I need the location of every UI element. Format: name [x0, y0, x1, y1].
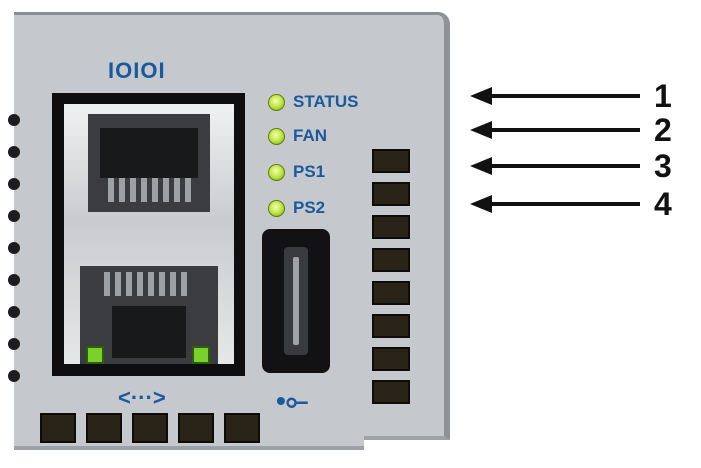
edge-hole [8, 274, 20, 286]
ethernet-jack-lower-cavity [112, 306, 186, 358]
arrow-left-icon [470, 121, 492, 139]
callout-number: 3 [654, 148, 672, 184]
arrow-left-icon [470, 157, 492, 175]
vent-slot [86, 413, 122, 443]
vent-slot [178, 413, 214, 443]
ps2-led [268, 199, 285, 217]
vent-slot [372, 314, 410, 338]
callout-2: 2 [470, 114, 672, 146]
edge-hole [8, 242, 20, 254]
usb-icon: •⟜ [276, 385, 309, 416]
ps1-led-label: PS1 [293, 162, 326, 181]
status-led-label: STATUS [293, 92, 359, 111]
edge-hole [8, 178, 20, 190]
led-row-fan: FAN [268, 126, 327, 146]
arrow-left-icon [470, 87, 492, 105]
callout-line [492, 202, 640, 206]
edge-hole [8, 338, 20, 350]
arrow-left-icon [470, 195, 492, 213]
status-led [268, 93, 285, 111]
ps1-led [268, 163, 285, 181]
console-port-label: <···> [118, 385, 166, 410]
vent-slot [372, 347, 410, 371]
vent-slot [40, 413, 76, 443]
link-led-left [86, 346, 104, 364]
vent-slot [372, 281, 410, 305]
ethernet-port-label: IOIOI [108, 58, 166, 83]
callout-number: 1 [654, 78, 672, 114]
callout-line [492, 128, 640, 132]
fan-led [268, 127, 285, 145]
usb-port-contact [293, 257, 299, 345]
vent-slot [132, 413, 168, 443]
ethernet-jack-lower-pins [104, 272, 187, 296]
fan-led-label: FAN [293, 126, 327, 145]
led-row-ps1: PS1 [268, 162, 325, 182]
edge-hole [8, 306, 20, 318]
vent-slot [372, 380, 410, 404]
edge-hole [8, 146, 20, 158]
led-row-status: STATUS [268, 92, 358, 112]
edge-hole [8, 210, 20, 222]
vent-slot [372, 149, 410, 173]
callout-number: 2 [654, 112, 672, 148]
led-row-ps2: PS2 [268, 198, 325, 218]
callout-line [492, 164, 640, 168]
ethernet-jack-upper-cavity [100, 128, 198, 178]
callout-1: 1 [470, 80, 672, 112]
callout-4: 4 [470, 188, 672, 220]
callout-number: 4 [654, 186, 672, 222]
edge-hole [8, 114, 20, 126]
ps2-led-label: PS2 [293, 198, 326, 217]
link-led-right [192, 346, 210, 364]
edge-hole [8, 370, 20, 382]
ethernet-jack-upper-pins [108, 178, 191, 202]
vent-slot [372, 248, 410, 272]
callout-3: 3 [470, 150, 672, 182]
vent-slot [372, 182, 410, 206]
vent-slot [372, 215, 410, 239]
vent-slot [224, 413, 260, 443]
callout-line [492, 94, 640, 98]
